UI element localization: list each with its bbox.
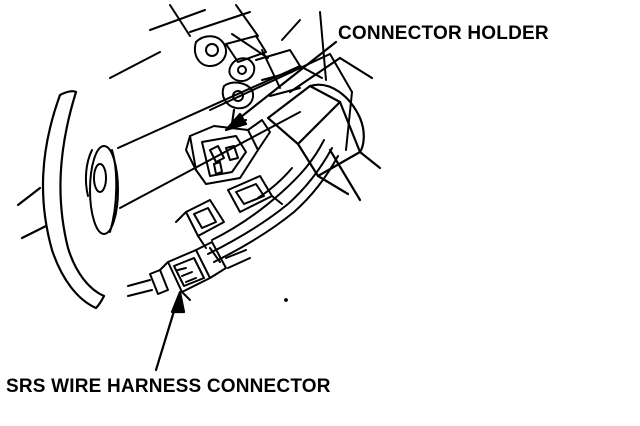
side-connectors <box>175 175 283 249</box>
wire-harness-bundle <box>207 139 339 263</box>
connector-holder-label: CONNECTOR HOLDER <box>338 23 549 44</box>
connector-holder-leader <box>224 40 338 132</box>
steering-wheel-hub <box>84 145 119 235</box>
srs-harness-cable <box>127 249 251 297</box>
connector-holder-bracket <box>185 119 271 185</box>
srs-wire-harness-connector-label: SRS WIRE HARNESS CONNECTOR <box>6 376 331 397</box>
stray-mark <box>284 298 288 302</box>
srs-connector-leader <box>154 290 186 372</box>
lower-column-cover <box>266 56 382 202</box>
steering-wheel-rim <box>16 90 106 310</box>
column-bracket <box>194 35 301 110</box>
srs-connector-body <box>149 241 227 301</box>
